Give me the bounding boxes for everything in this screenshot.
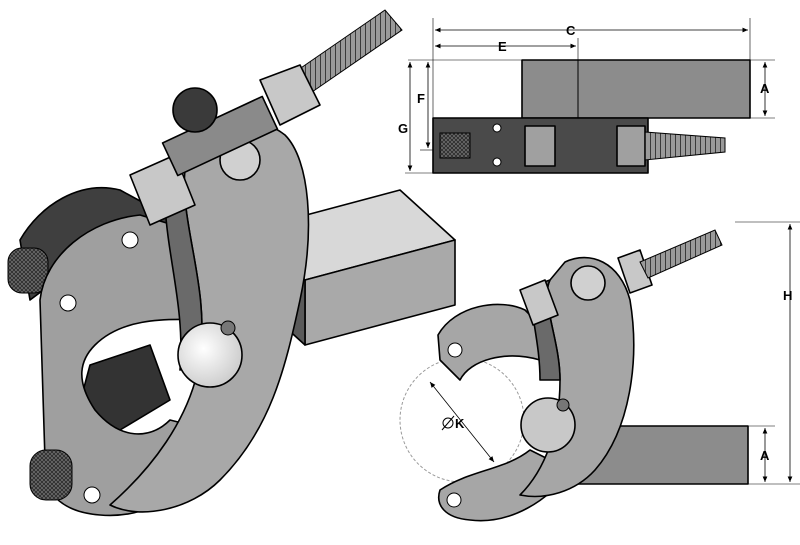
isometric-view [7,9,456,517]
pin-hole [121,231,139,249]
dim-label-a-top: A [760,81,770,96]
pivot-hole-bottom [83,486,101,504]
lever-round-boss [177,322,243,388]
lever-arm-iso [109,119,310,513]
dim-label-c: C [566,23,576,38]
threaded-rod-side [639,229,723,279]
threaded-rod-top [644,131,726,161]
dim-label-k: K [455,416,465,431]
dim-label-h: H [783,288,792,303]
top-view [432,59,751,174]
diameter-icon [442,417,454,429]
dim-label-f: F [417,91,425,106]
dim-label-e: E [498,39,507,54]
hex-nut-upper [259,64,321,126]
beam-top-view [521,59,751,119]
diameter-k-label: K [441,415,465,431]
knurled-roller-top [7,247,49,294]
dimension-lines [405,18,800,485]
threaded-rod-iso [294,9,403,93]
pivot-hole-top [59,294,77,312]
screw-assembly-iso [129,9,403,226]
dim-label-a-bottom: A [760,448,770,463]
knurled-roller-bottom [29,449,73,501]
dim-label-g: G [398,121,408,136]
dimension-labels: C E F G A H A K [398,23,792,463]
